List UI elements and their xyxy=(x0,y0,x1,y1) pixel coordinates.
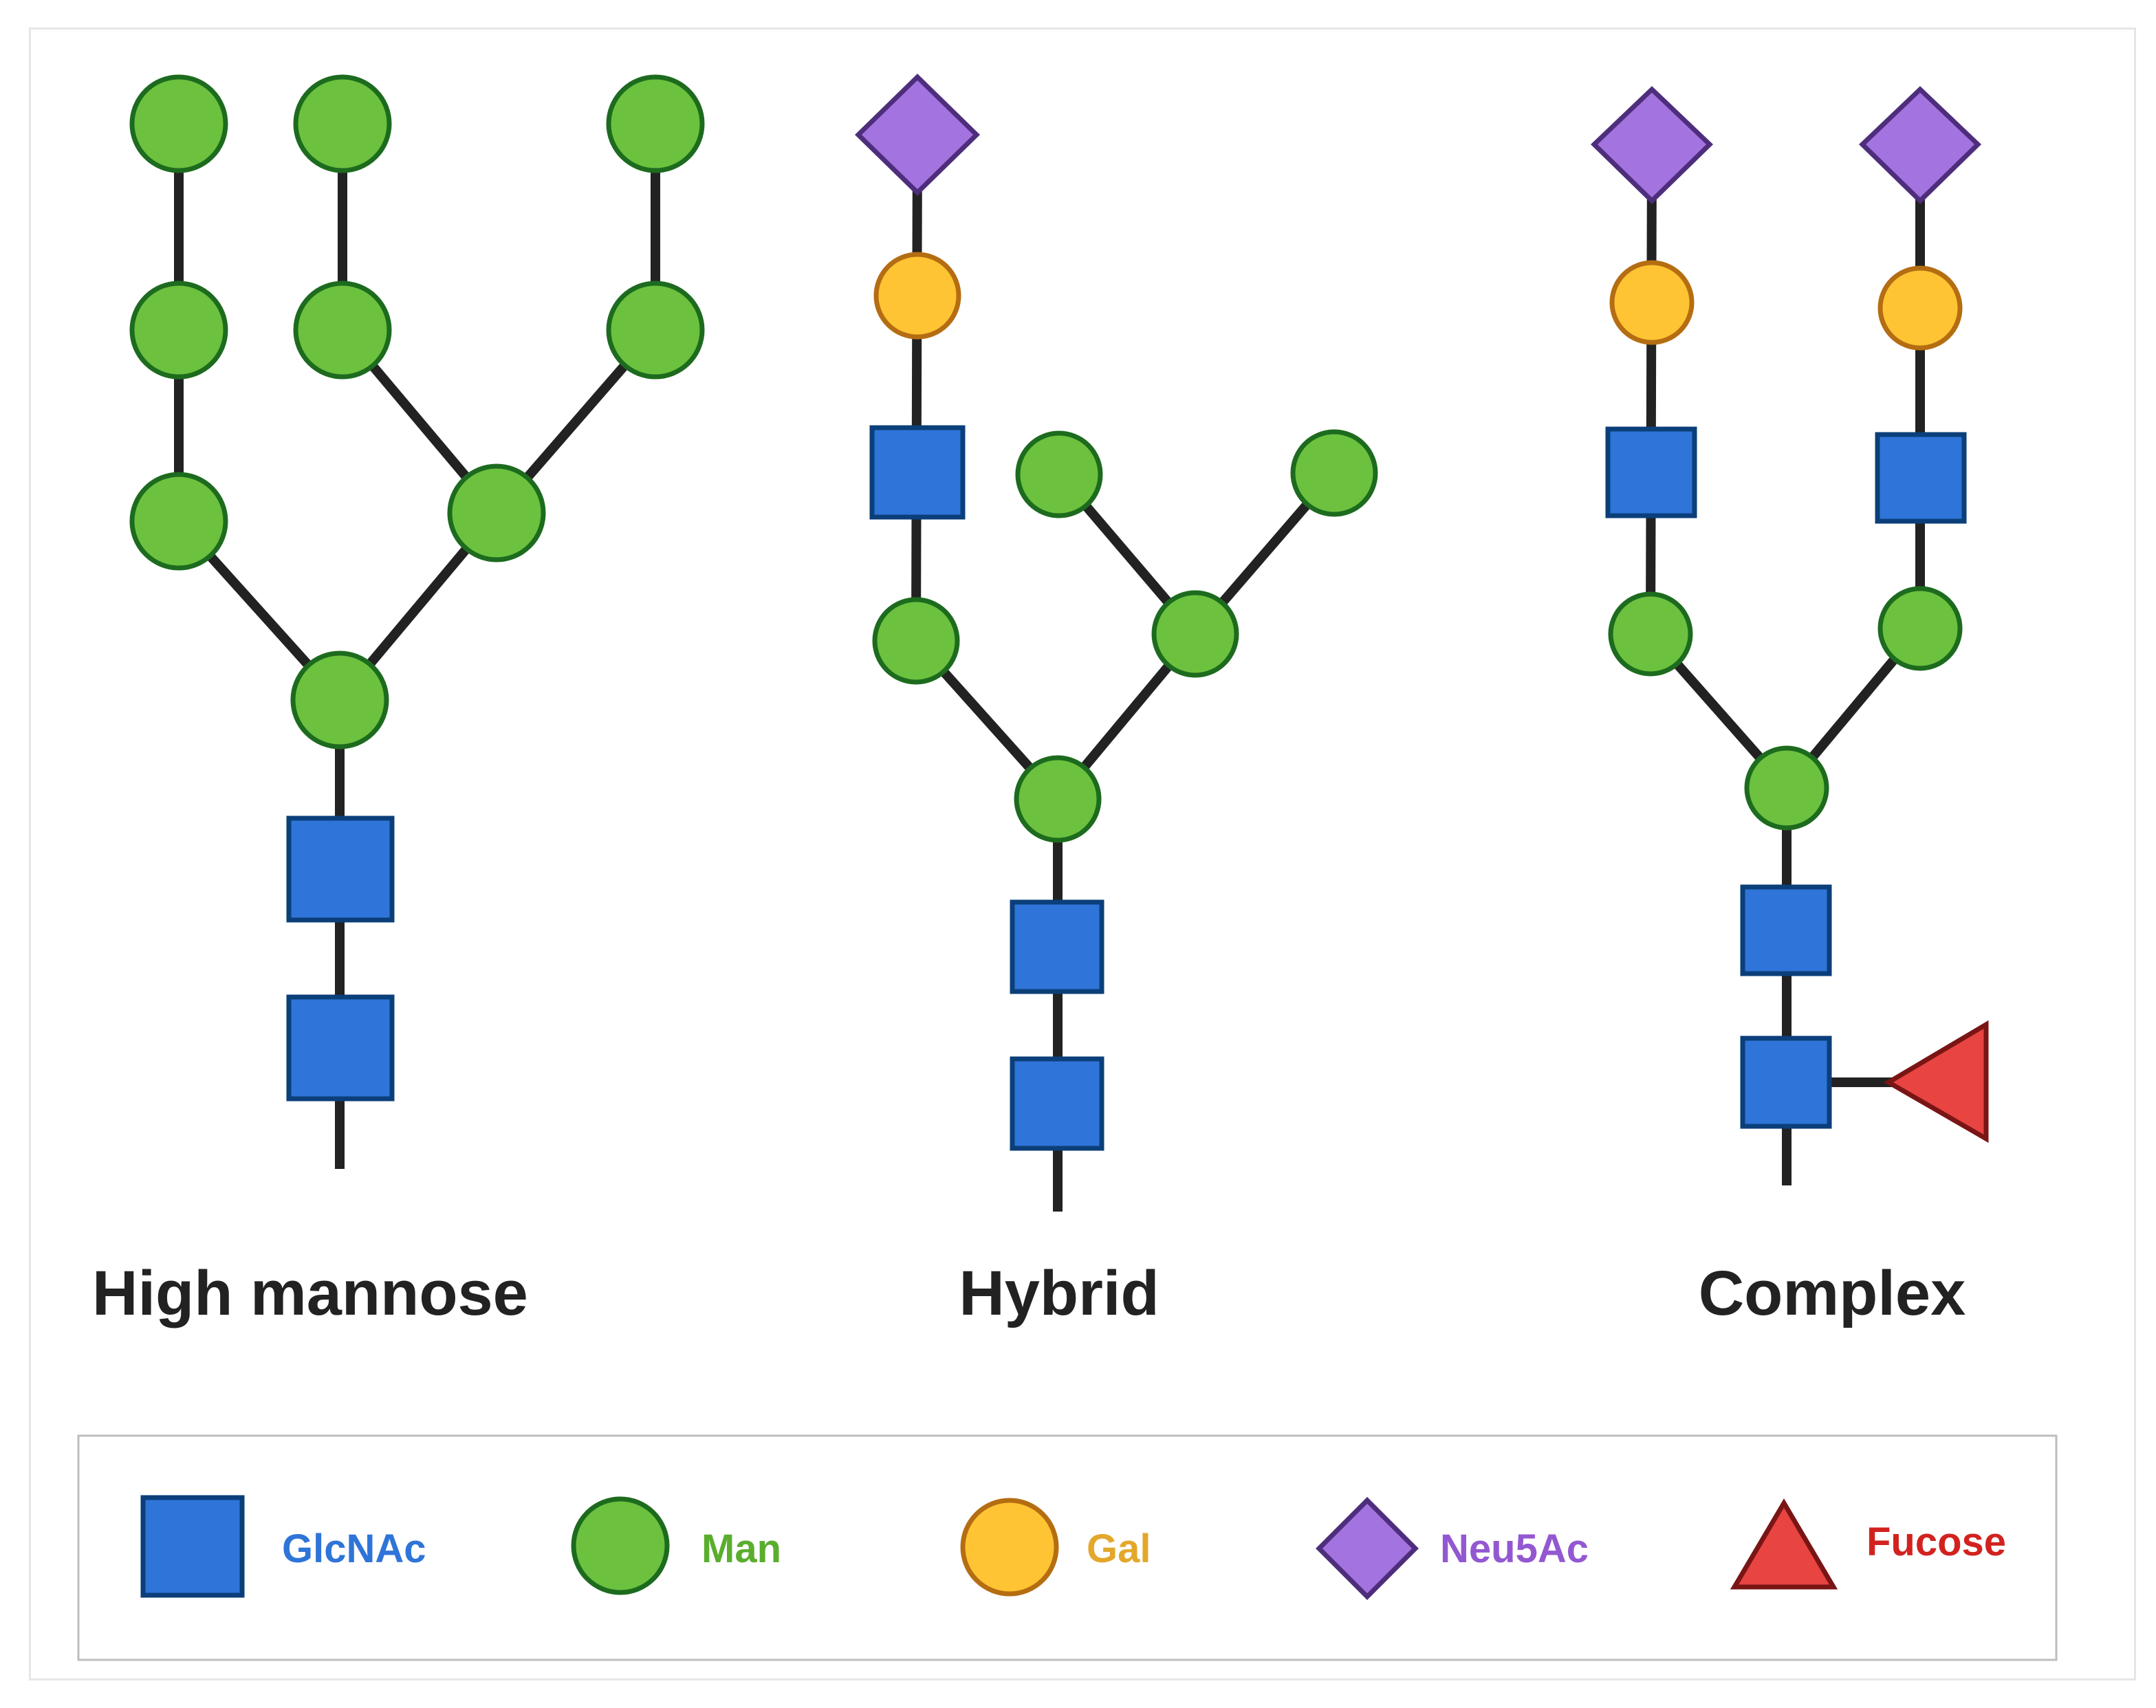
mannose-circle xyxy=(1290,429,1378,517)
fucose-icon xyxy=(1730,1498,1838,1590)
mannose-circle xyxy=(1014,755,1102,843)
galactose-circle xyxy=(873,252,961,340)
legend-label-fucose: Fucose xyxy=(1866,1520,2006,1564)
legend-label-gal: Gal xyxy=(1087,1526,1151,1571)
glcnac-icon xyxy=(140,1495,245,1598)
galactose-icon xyxy=(960,1498,1059,1597)
legend-label-glcnac: GlcNAc xyxy=(282,1526,426,1571)
galactose-circle xyxy=(1877,265,1963,351)
mannose-circle xyxy=(290,650,389,749)
glcnac-square xyxy=(286,815,395,923)
mannose-circle xyxy=(293,74,392,173)
legend-item-glcnac: GlcNAc xyxy=(140,1495,426,1598)
mannose-circle xyxy=(872,597,960,685)
hybrid-bonds xyxy=(911,134,1338,1212)
legend-item-fucose: Fucose xyxy=(1730,1498,2006,1590)
high-mannose-bonds xyxy=(174,124,660,1169)
hybrid-structure xyxy=(854,74,1378,1151)
galactose-circle xyxy=(1609,260,1695,345)
mannose-circle xyxy=(129,281,228,380)
mannose-circle xyxy=(606,74,705,173)
legend-label-neu5ac: Neu5Ac xyxy=(1440,1526,1589,1571)
glcnac-square xyxy=(1605,426,1697,518)
title-complex: Complex xyxy=(1699,1258,1966,1328)
glcnac-square xyxy=(1740,1036,1832,1129)
glcnac-square xyxy=(1740,884,1832,976)
glcnac-square xyxy=(1010,1056,1104,1151)
neu5ac-icon xyxy=(1316,1497,1419,1600)
title-high-mannose: High mannose xyxy=(92,1258,528,1328)
mannose-circle xyxy=(1608,591,1693,677)
glcnac-square xyxy=(286,994,395,1102)
neu5ac-diamond xyxy=(854,74,981,196)
mannose-circle xyxy=(1744,745,1829,831)
complex-structure xyxy=(1590,86,1989,1143)
mannose-circle xyxy=(1015,430,1103,518)
legend-item-gal: Gal xyxy=(960,1498,1151,1597)
mannose-circle xyxy=(129,74,228,173)
mannose-circle xyxy=(129,472,228,571)
mannose-circle xyxy=(447,463,546,562)
glcnac-square xyxy=(1875,432,1967,524)
neu5ac-diamond xyxy=(1858,86,1982,204)
mannose-circle xyxy=(1151,590,1239,678)
neu5ac-diamond xyxy=(1590,86,1714,204)
high-mannose-structure xyxy=(129,74,705,1102)
title-hybrid: Hybrid xyxy=(959,1258,1159,1328)
legend-label-man: Man xyxy=(701,1526,781,1571)
legend: GlcNAc Man Gal Neu5Ac Fucose xyxy=(77,1434,2058,1661)
mannose-circle xyxy=(606,281,705,380)
legend-item-neu5ac: Neu5Ac xyxy=(1316,1497,1589,1600)
mannose-circle xyxy=(1877,586,1963,671)
glcnac-square xyxy=(869,425,966,520)
mannose-icon xyxy=(571,1496,670,1595)
legend-item-man: Man xyxy=(571,1496,781,1595)
fucose-triangle xyxy=(1884,1020,1989,1143)
glcnac-square xyxy=(1010,899,1104,994)
legend-box xyxy=(77,1434,2058,1661)
mannose-circle xyxy=(293,281,392,380)
